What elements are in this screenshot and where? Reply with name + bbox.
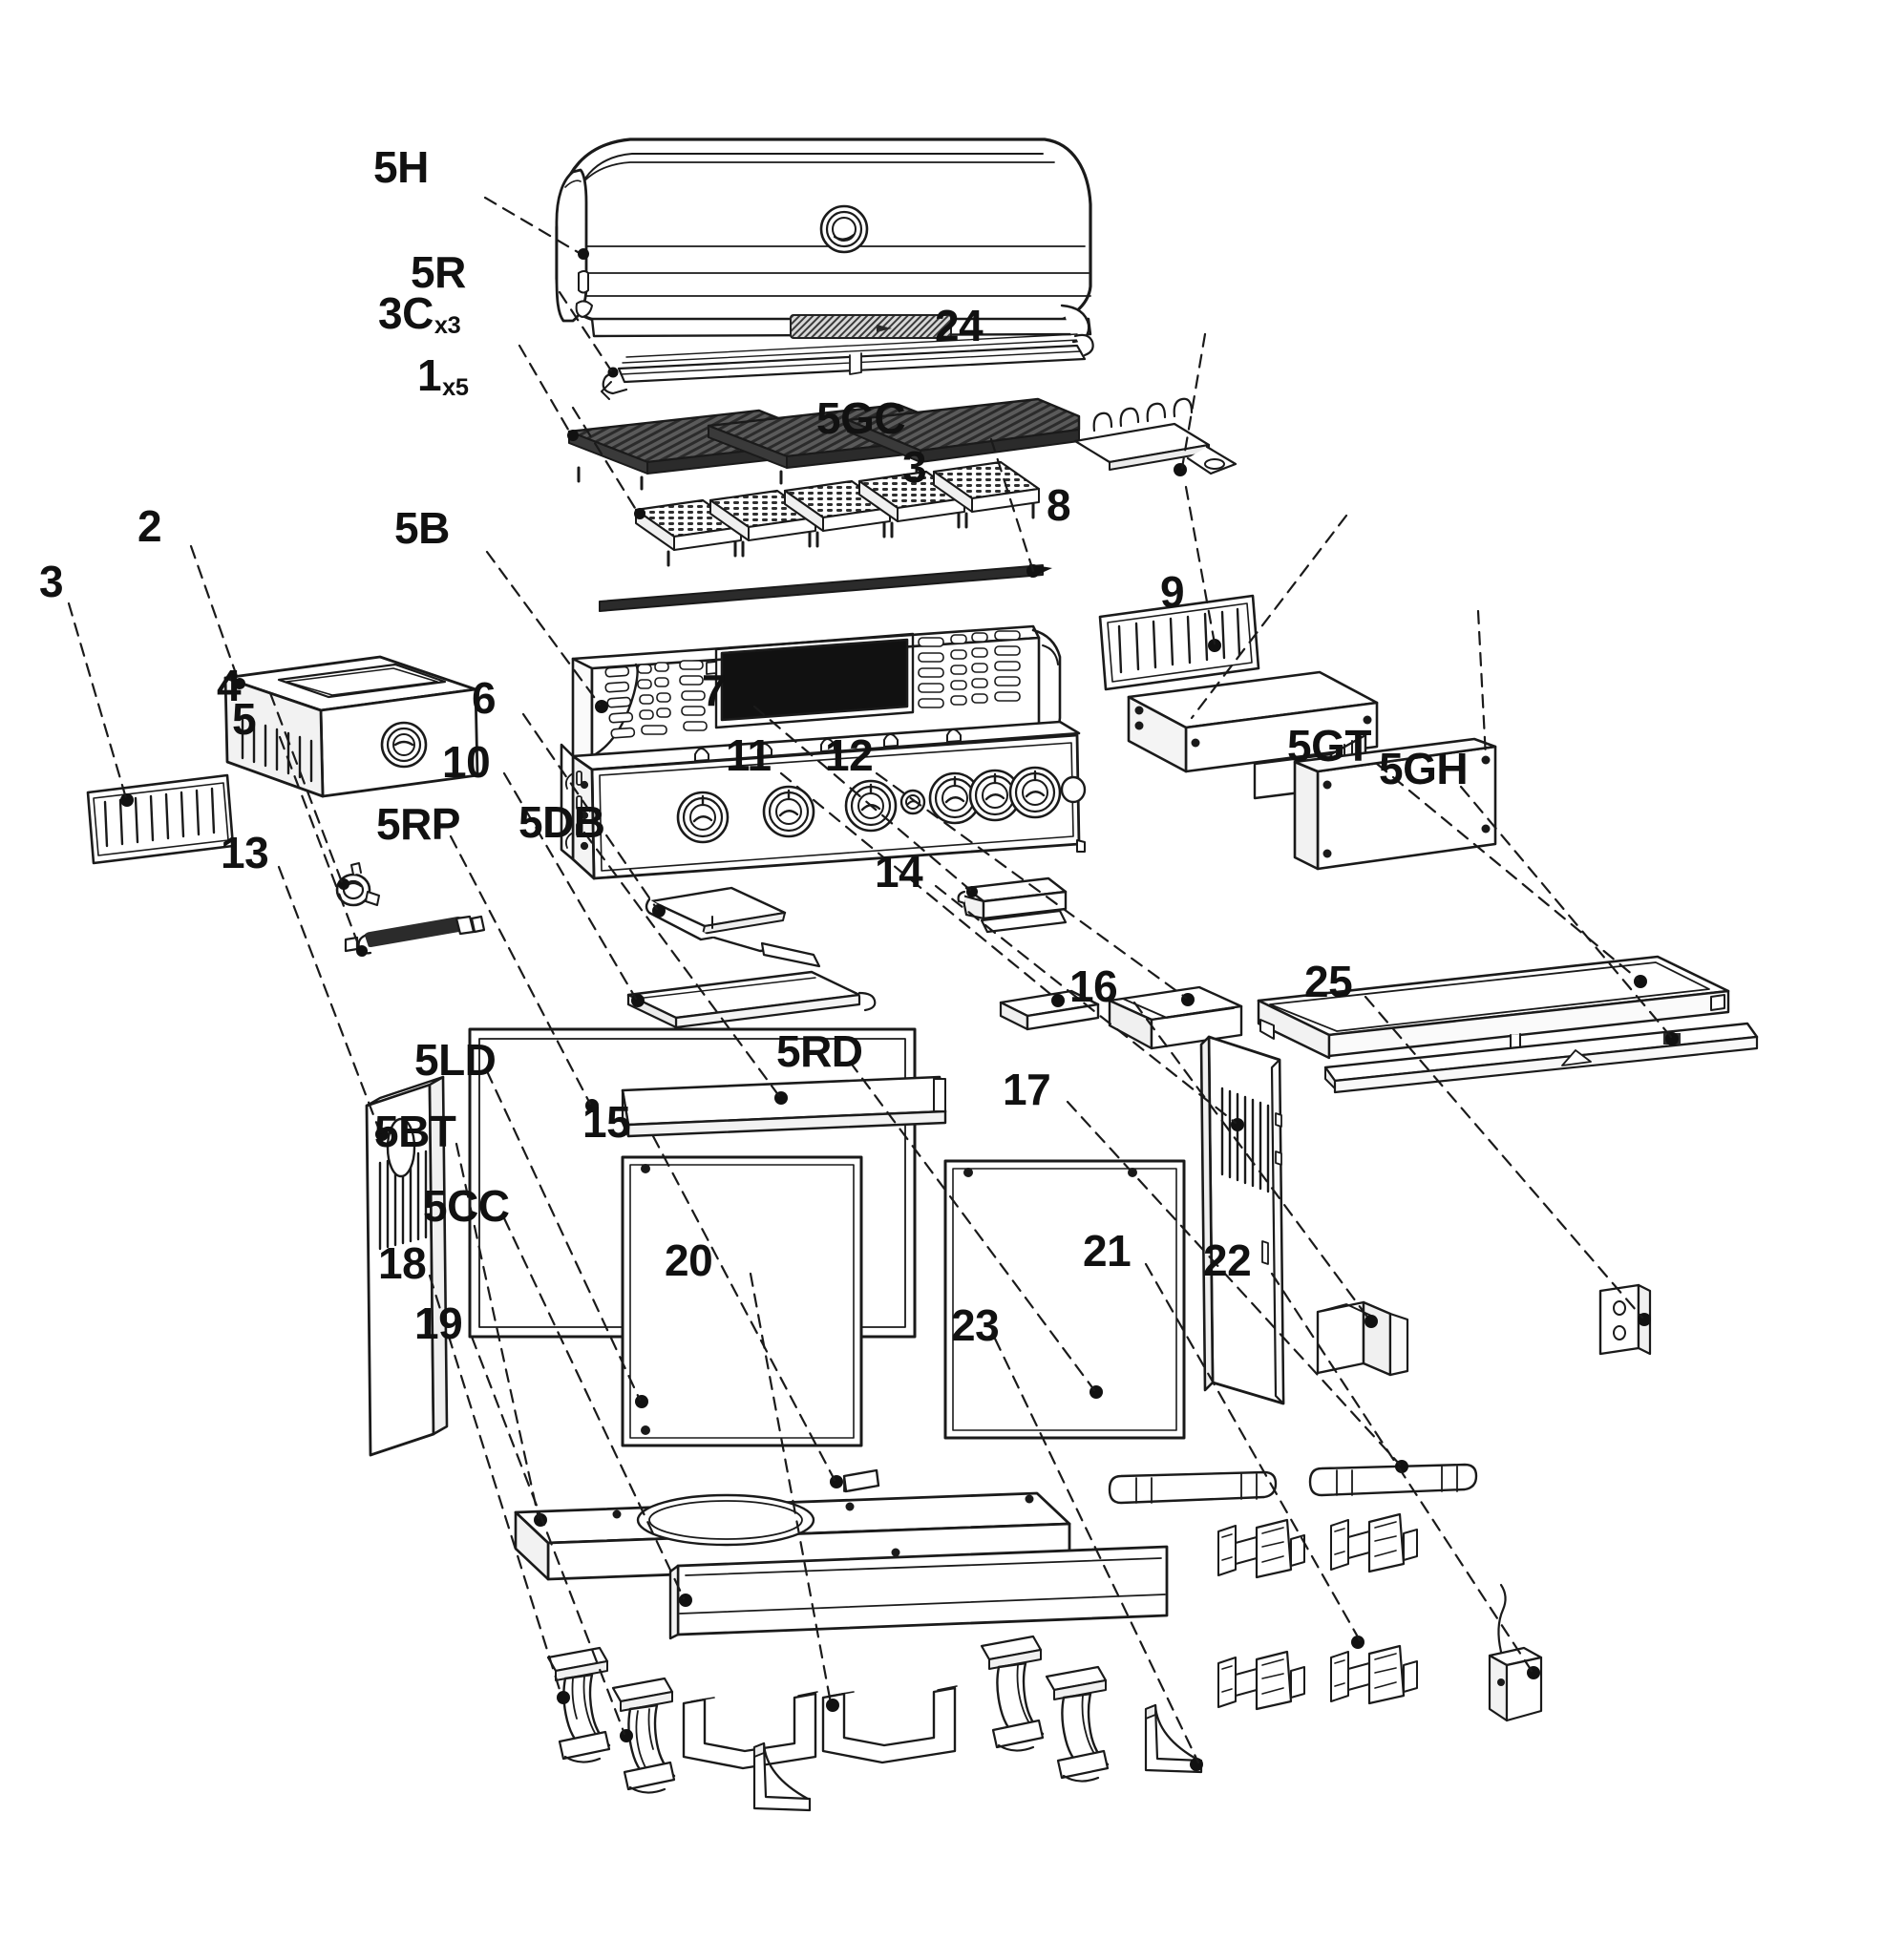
part-grease-tray-support-6 [645,886,821,968]
part-front-rail-5gh [1323,1022,1759,1094]
part-door-handle-17 [1108,1460,1478,1505]
caster-19-right [1045,1665,1110,1783]
label-14: 14 [875,847,923,897]
label-3c: 3Cx3 [378,288,461,339]
label-10: 10 [442,737,491,787]
part-cooking-grates-3c [567,397,1081,491]
label-22: 22 [1203,1235,1252,1285]
label-3-left: 3 [39,557,64,606]
label-19: 19 [414,1298,463,1348]
label-5bt: 5BT [374,1107,456,1156]
part-right-door-5rd [943,1159,1186,1440]
part-door-hinges-21 [1217,1512,1418,1711]
label-5gt: 5GT [1287,721,1371,770]
label-16: 16 [1069,961,1118,1011]
label-24: 24 [935,301,984,350]
part-hood-5h [555,137,1092,344]
label-25: 25 [1304,957,1353,1006]
part-grease-cup-holder-7 [957,876,1068,934]
caster-18-right [980,1635,1045,1752]
label-2: 2 [138,501,162,551]
label-11: 11 [726,730,772,780]
label-23: 23 [951,1300,1000,1350]
part-main-body-5b [560,624,1087,880]
label-18: 18 [378,1238,427,1288]
label-5db: 5DB [518,797,605,847]
label-5r: 5R [411,247,466,297]
label-5: 5 [232,694,257,744]
part-cross-channel-5cc [668,1545,1169,1640]
label-5rd: 5RD [776,1026,863,1076]
label-12: 12 [825,730,874,780]
part-tank-holder-20 [682,1685,958,1770]
label-1: 1x5 [417,350,469,401]
part-rotisserie-bracket-24 [1073,397,1238,476]
part-corner-bracket-16 [1316,1300,1409,1377]
label-7: 7 [702,665,727,715]
label-15: 15 [582,1097,631,1147]
label-5b: 5B [394,503,450,553]
part-left-vented-panel-13 [365,1075,449,1457]
part-small-bracket-11 [999,989,1100,1031]
label-21: 21 [1083,1226,1132,1276]
part-heat-shield-3-left [86,773,235,865]
label-5gc: 5GC [816,393,906,443]
part-divider-bar-5db [621,1075,947,1138]
part-right-vented-panel-14 [1199,1035,1285,1405]
part-corner-gussets-23 [752,1703,1203,1812]
part-mounting-plate-25 [1598,1283,1652,1356]
part-grease-channel-5gc [599,564,1052,612]
label-4: 4 [217,661,242,710]
part-warming-rack-5r [601,333,1094,400]
label-5h: 5H [373,142,429,192]
label-5gh: 5GH [1379,744,1469,793]
leader-lines [67,196,1673,1764]
part-flame-tamers-1 [634,460,1041,567]
label-3-right: 3 [902,442,927,492]
part-door-stop-pin-15 [830,1468,880,1493]
part-side-shelf-top-8 [1127,670,1379,800]
label-9: 9 [1160,567,1185,617]
label-5cc: 5CC [423,1181,510,1231]
caster-19 [611,1677,676,1794]
part-heat-shield-3-right [1098,594,1260,691]
label-5ld: 5LD [414,1035,497,1085]
part-side-shelf-panel-9 [1293,737,1497,871]
part-casters-18-19 [546,1635,1110,1794]
label-13: 13 [221,828,269,877]
part-left-door-5ld [621,1155,863,1447]
part-side-burner-box-2 [223,655,479,798]
part-drip-pan-10 [626,970,877,1029]
caster-locking-18 [546,1646,611,1763]
label-5rp: 5RP [376,799,460,849]
label-17: 17 [1003,1065,1051,1114]
part-grease-cup-12 [1108,985,1243,1050]
label-6: 6 [472,673,497,723]
label-8: 8 [1047,480,1071,530]
label-20: 20 [665,1235,713,1285]
part-ignition-box-22 [1488,1583,1543,1722]
part-gas-hose-5 [344,915,486,957]
part-regulator-4 [335,862,380,907]
